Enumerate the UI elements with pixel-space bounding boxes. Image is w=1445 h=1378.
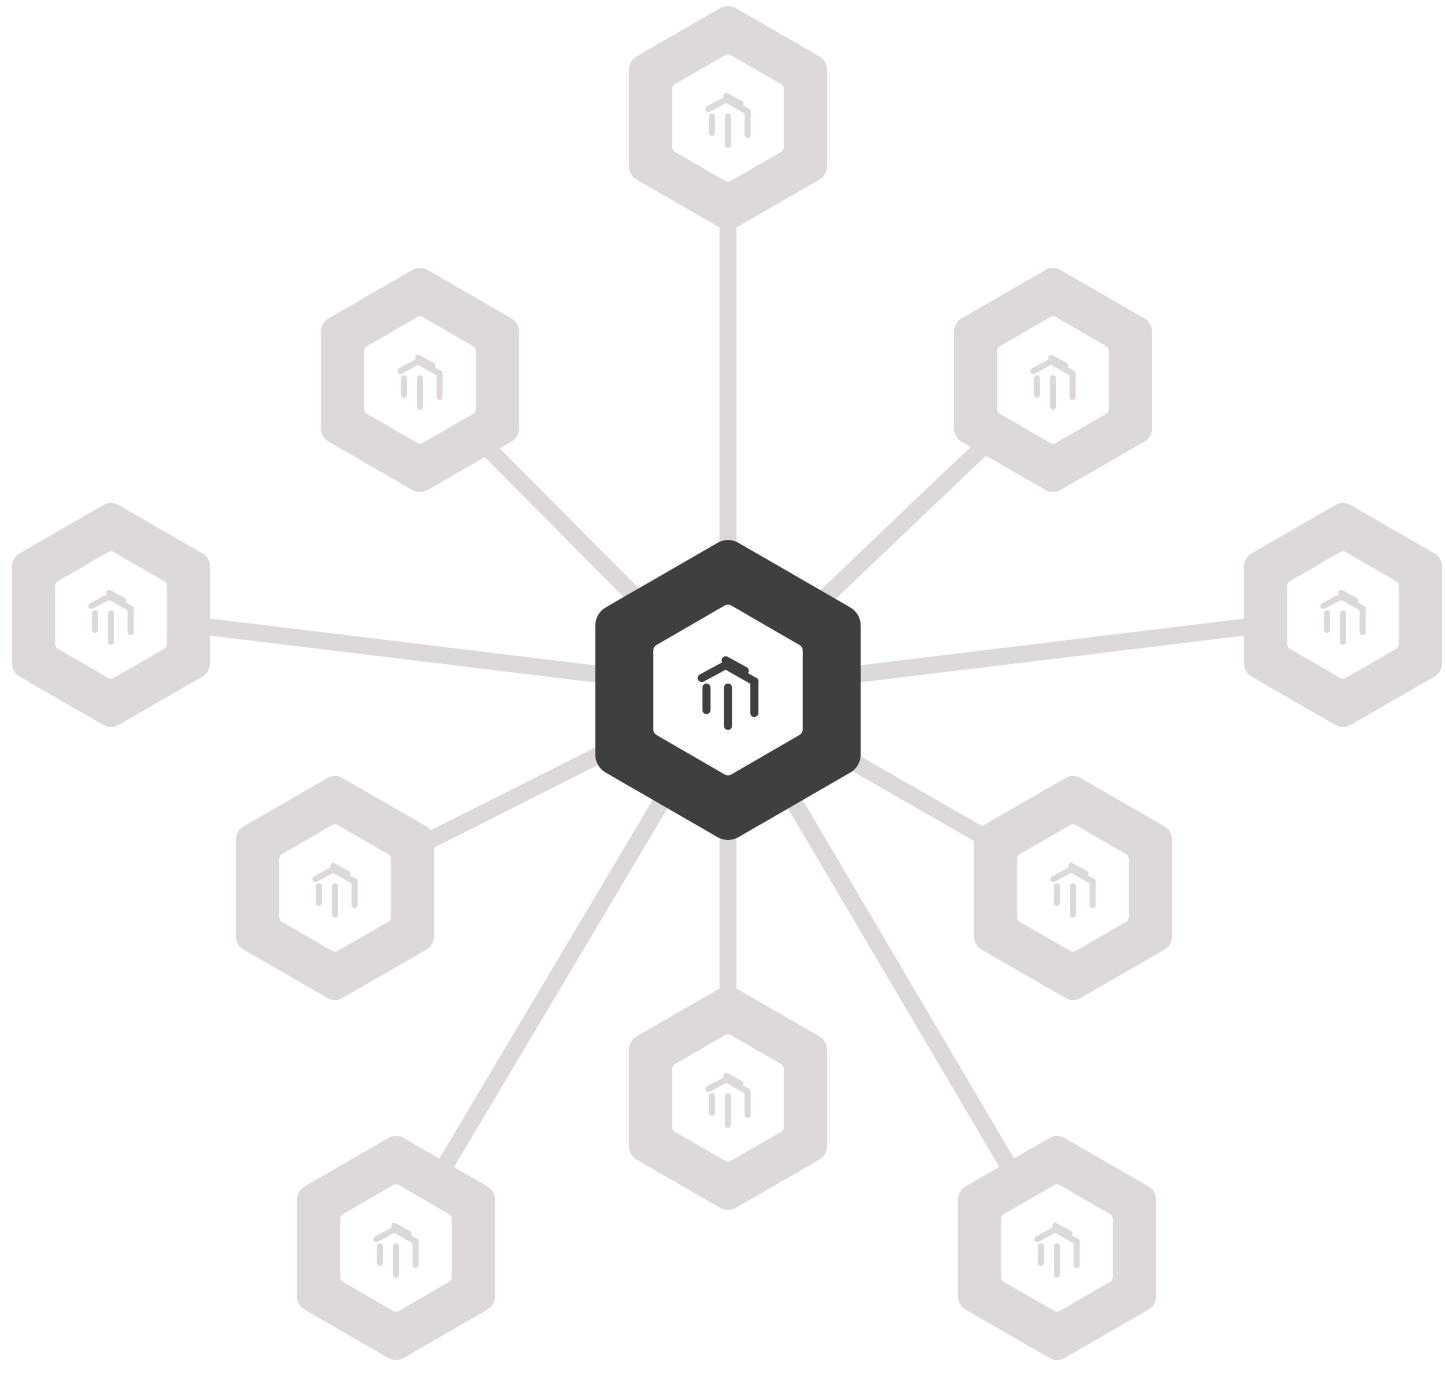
node-bottom-left[interactable]: [296, 1136, 496, 1360]
cube-logo-icon: [705, 1072, 751, 1128]
cube-logo-icon: [1030, 354, 1076, 410]
cube-logo-icon: [1050, 862, 1096, 918]
node-bottom-center[interactable]: [628, 986, 828, 1210]
cube-logo-icon: [88, 589, 134, 645]
node-left[interactable]: [11, 503, 211, 727]
hub-node[interactable]: [595, 540, 861, 840]
node-bottom-right[interactable]: [957, 1136, 1157, 1360]
node-upper-right[interactable]: [953, 268, 1153, 492]
cube-logo-icon: [312, 862, 358, 918]
satellite-nodes: [11, 6, 1443, 1360]
node-right[interactable]: [1243, 503, 1443, 727]
cube-logo-icon: [397, 354, 443, 410]
hub-badge[interactable]: [595, 540, 861, 840]
cube-logo-icon: [1320, 589, 1366, 645]
cube-logo-icon: [705, 92, 751, 148]
node-lower-right[interactable]: [973, 776, 1173, 1000]
cube-logo-icon: [1034, 1222, 1080, 1278]
cube-logo-icon: [697, 656, 759, 730]
node-top[interactable]: [628, 6, 828, 230]
cube-logo-icon: [373, 1222, 419, 1278]
node-upper-left[interactable]: [320, 268, 520, 492]
node-lower-left[interactable]: [235, 776, 435, 1000]
